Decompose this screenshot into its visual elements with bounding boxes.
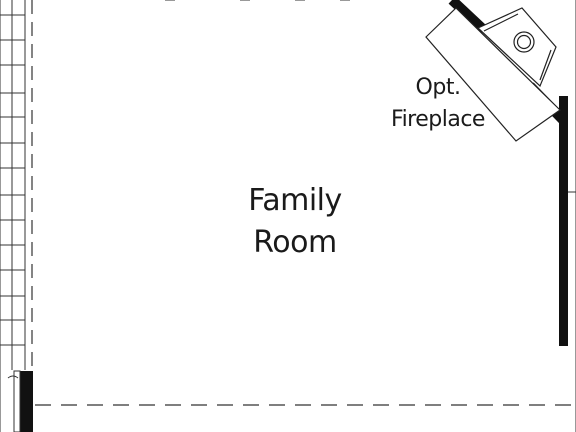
wall-right: [559, 96, 568, 346]
door-swing-mark: [7, 375, 19, 379]
fireplace-label: Opt. Fireplace: [383, 72, 493, 136]
wall-angled-top: [448, 0, 488, 34]
wall-left-lower-edge: [13, 370, 21, 432]
fireplace-flue-inner-icon: [516, 34, 532, 50]
fireplace-inner-line: [539, 49, 552, 81]
room-label-line2: Room: [253, 225, 337, 260]
fireplace: [425, 7, 561, 142]
room-label-family-room: Family Room: [170, 180, 420, 264]
wall-left-lower: [20, 371, 33, 432]
fireplace-label-line2: Fireplace: [391, 107, 485, 132]
stair-grid: [0, 0, 26, 432]
fireplace-label-line1: Opt.: [415, 75, 461, 100]
fireplace-inner-line: [483, 13, 519, 32]
room-label-line1: Family: [248, 183, 342, 218]
fireplace-hearth: [425, 7, 561, 142]
